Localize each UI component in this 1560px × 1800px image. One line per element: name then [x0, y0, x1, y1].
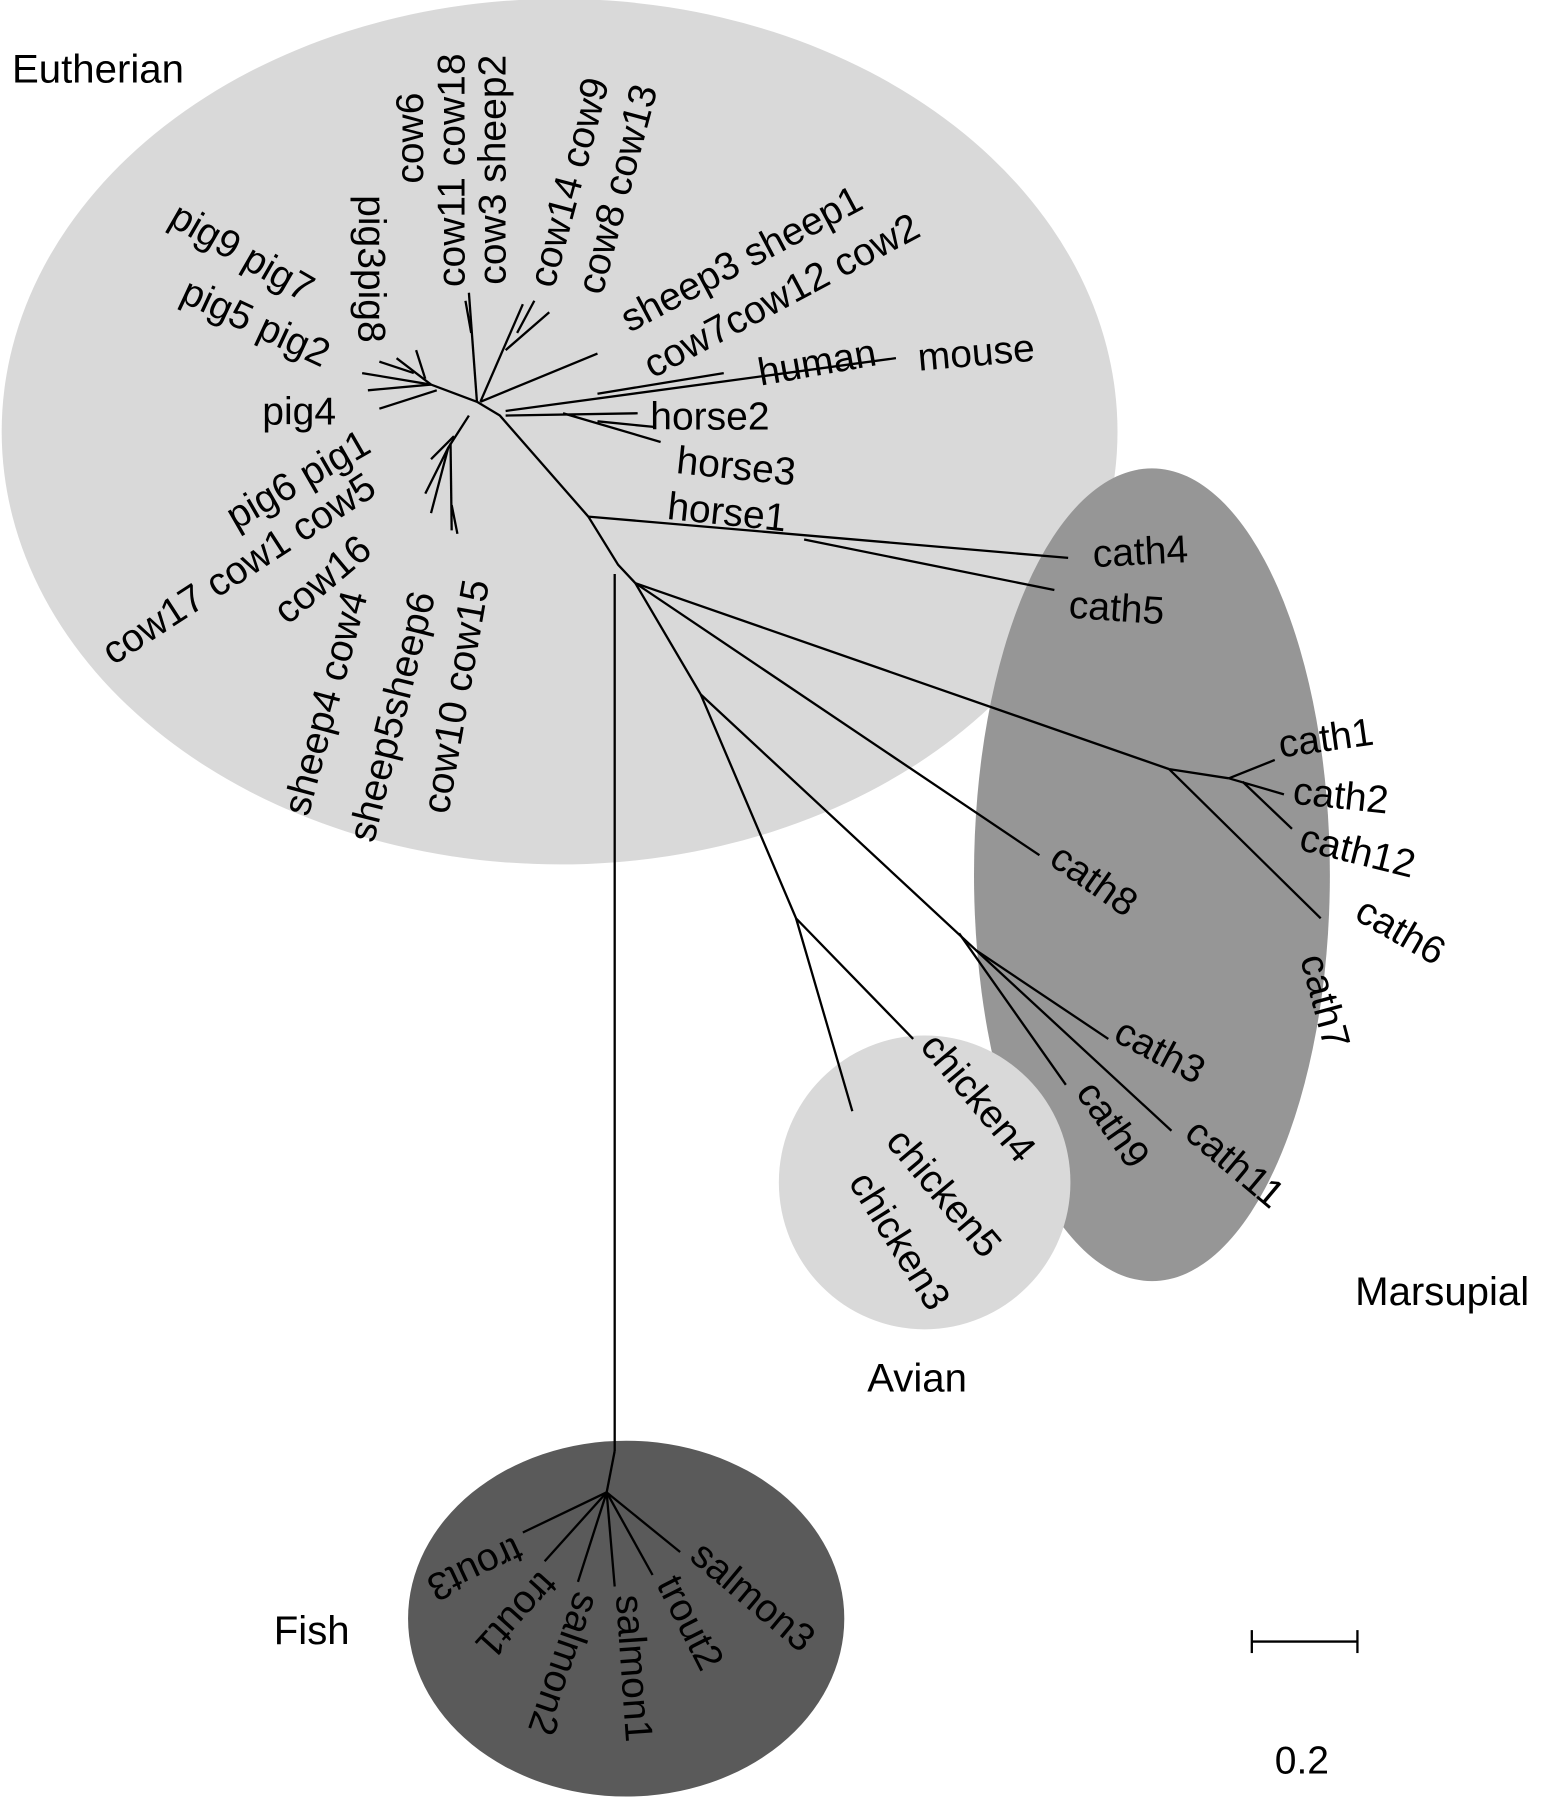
group-label-eutherian: Eutherian [12, 47, 184, 92]
tree-branches [361, 292, 1322, 1587]
leaf-label: cath6 [1348, 889, 1452, 974]
leaf-label: cow6 [389, 93, 432, 184]
leaf-label: cath5 [1068, 584, 1166, 634]
group-label-avian: Avian [867, 1355, 967, 1400]
leaf-label: cow3 sheep2 [472, 55, 515, 285]
leaf-label: cath4 [1092, 528, 1190, 576]
leaf-label: pig3pig8 [350, 195, 393, 343]
leaf-label: mouse [916, 327, 1036, 380]
scale-bar-label: 0.2 [1275, 1740, 1329, 1783]
leaf-label: cow11 cow18 [430, 53, 473, 287]
fish-region [408, 1440, 845, 1797]
leaf-label: cath2 [1291, 770, 1390, 823]
eutherian-region [1, 0, 1118, 865]
marsupial-region [974, 468, 1330, 1282]
group-labels: Eutherian Marsupial Avian Fish [12, 47, 1529, 1653]
group-label-marsupial: Marsupial [1355, 1269, 1529, 1314]
group-label-fish: Fish [274, 1608, 350, 1653]
leaf-label: salmon1 [607, 1593, 660, 1743]
leaf-label: horse2 [650, 395, 769, 438]
scale-bar: 0.2 [1250, 1630, 1359, 1783]
leaf-label: pig4 [262, 391, 336, 434]
